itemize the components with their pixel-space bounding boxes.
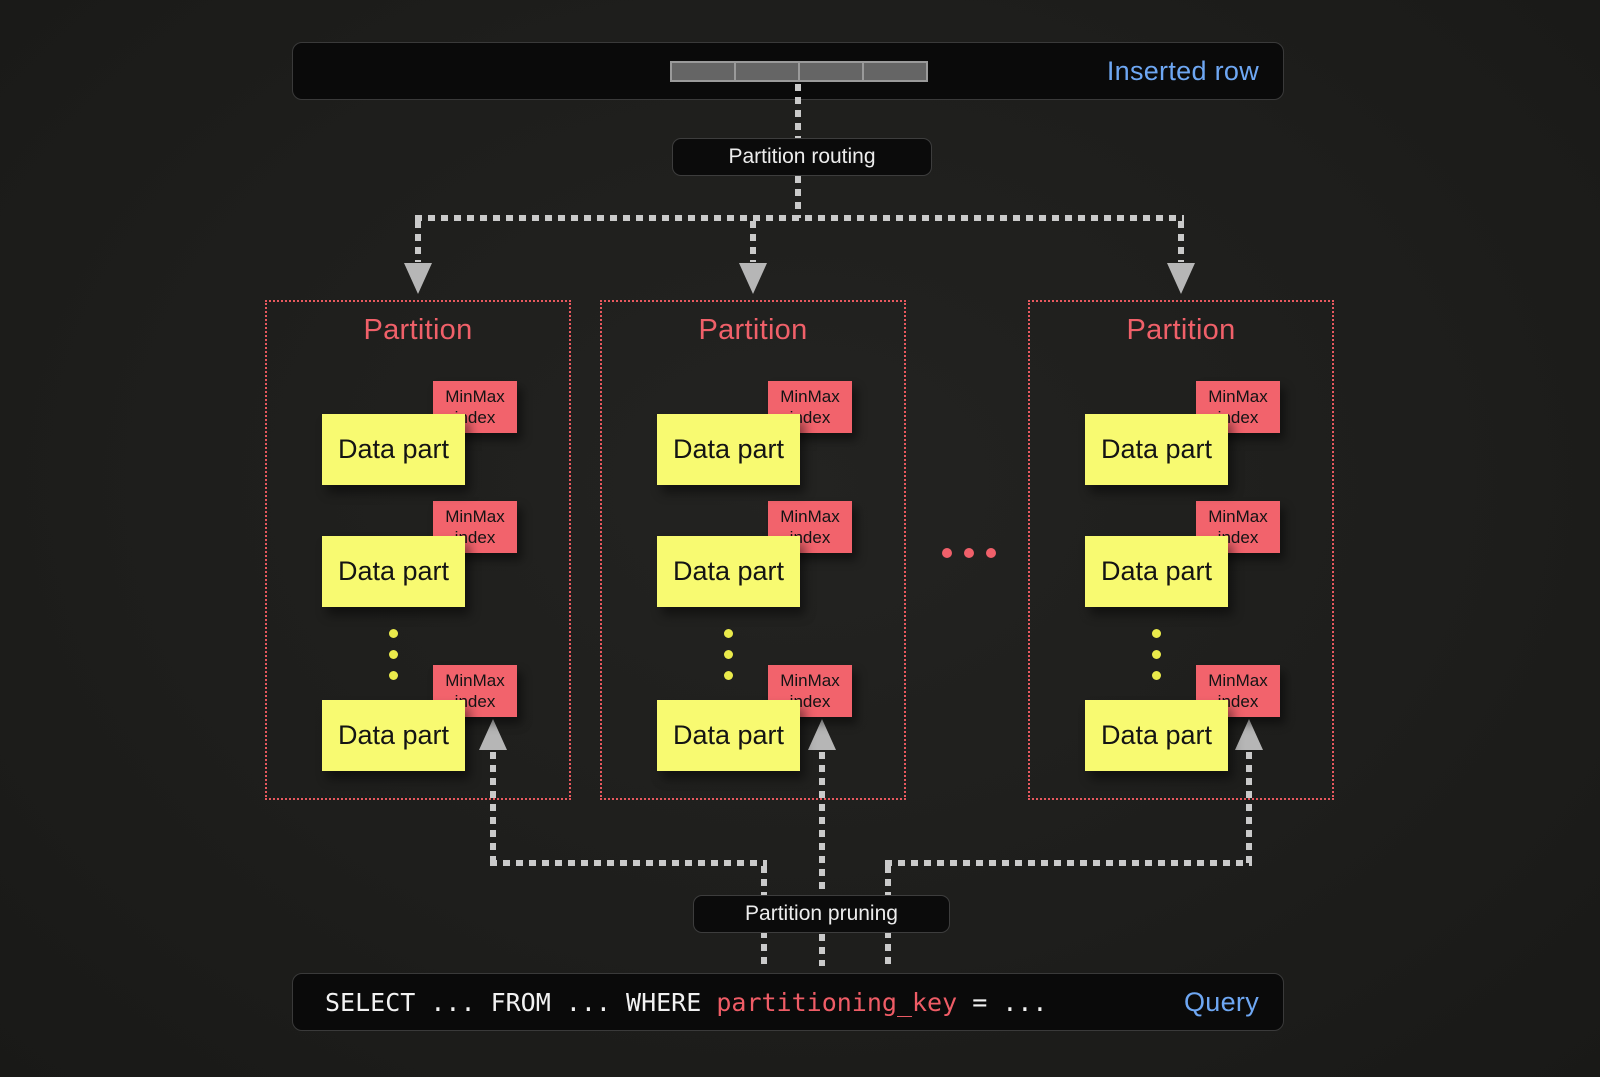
- data-part-box: Data part: [657, 700, 800, 771]
- minmax-index-label: MinMax index: [780, 507, 840, 547]
- partition-box: Partition MinMax index Data part MinMax …: [265, 300, 571, 800]
- minmax-index-tag: MinMax index: [768, 501, 852, 553]
- partition-box: Partition MinMax index Data part MinMax …: [600, 300, 906, 800]
- row-segment: [862, 61, 928, 82]
- data-part-box: Data part: [322, 536, 465, 607]
- arrow-up-icon: [808, 719, 836, 750]
- query-code: SELECT ... FROM ... WHERE partitioning_k…: [325, 974, 1047, 1030]
- data-part-box: Data part: [1085, 700, 1228, 771]
- ellipsis-dot: [1152, 671, 1161, 680]
- data-part-group: MinMax index Data part: [267, 302, 569, 798]
- routing-drop-line: [750, 221, 756, 262]
- pruning-flow-line: [490, 752, 496, 863]
- routing-flow-line: [795, 176, 801, 218]
- ellipsis-dot: [724, 629, 733, 638]
- row-segment: [670, 61, 736, 82]
- routing-flow-line: [795, 84, 801, 138]
- ellipsis-dot: [1152, 650, 1161, 659]
- minmax-index-label: MinMax index: [1208, 671, 1268, 711]
- query-bar: SELECT ... FROM ... WHERE partitioning_k…: [292, 973, 1284, 1031]
- pruning-branch-line: [885, 860, 1252, 866]
- ellipsis-dot: [389, 650, 398, 659]
- query-code-prefix: SELECT ... FROM ... WHERE: [325, 987, 717, 1017]
- partitioning-key-token: partitioning_key: [716, 987, 958, 1017]
- data-part-group: MinMax index Data part: [602, 302, 904, 798]
- pruning-flow-line: [819, 752, 825, 966]
- data-part-group: MinMax index Data part: [267, 302, 569, 798]
- inserted-row-bar: Inserted row: [292, 42, 1284, 100]
- row-segment: [798, 61, 864, 82]
- ellipsis-dot: [389, 671, 398, 680]
- ellipsis-dot: [724, 650, 733, 659]
- data-part-box: Data part: [322, 700, 465, 771]
- pruning-flow-line: [1246, 752, 1252, 863]
- vertical-ellipsis: [1152, 629, 1161, 680]
- vertical-ellipsis: [724, 629, 733, 680]
- pruning-branch-line: [490, 860, 767, 866]
- query-code-suffix: = ...: [957, 987, 1048, 1017]
- data-part-group: MinMax index Data part: [602, 302, 904, 798]
- data-part-group: MinMax index Data part: [1030, 302, 1332, 798]
- arrow-down-icon: [404, 263, 432, 294]
- data-part-box: Data part: [1085, 414, 1228, 485]
- routing-drop-line: [415, 221, 421, 262]
- ellipsis-dot: [964, 548, 974, 558]
- data-part-box: Data part: [322, 414, 465, 485]
- partition-pruning-pill: Partition pruning: [693, 895, 950, 933]
- row-segment: [734, 61, 800, 82]
- ellipsis-dot: [389, 629, 398, 638]
- ellipsis-dot: [986, 548, 996, 558]
- inserted-row-label: Inserted row: [1106, 55, 1259, 86]
- routing-drop-line: [1178, 221, 1184, 262]
- data-part-box: Data part: [657, 536, 800, 607]
- partition-box: Partition MinMax index Data part MinMax …: [1028, 300, 1334, 800]
- arrow-up-icon: [479, 719, 507, 750]
- routing-branch-line: [415, 215, 1184, 221]
- partitions-ellipsis: [942, 548, 996, 558]
- arrow-down-icon: [739, 263, 767, 294]
- vertical-ellipsis: [389, 629, 398, 680]
- data-part-box: Data part: [1085, 536, 1228, 607]
- minmax-index-tag: MinMax index: [1196, 665, 1280, 717]
- data-part-group: MinMax index Data part: [1030, 302, 1332, 798]
- data-part-group: MinMax index Data part: [1030, 302, 1332, 798]
- ellipsis-dot: [724, 671, 733, 680]
- partition-title: Partition: [698, 314, 808, 346]
- arrow-up-icon: [1235, 719, 1263, 750]
- partition-title: Partition: [363, 314, 473, 346]
- partition-routing-pill: Partition routing: [672, 138, 932, 176]
- data-part-group: MinMax index Data part: [602, 302, 904, 798]
- query-label: Query: [1183, 986, 1259, 1017]
- data-part-group: MinMax index Data part: [267, 302, 569, 798]
- minmax-index-tag: MinMax index: [768, 665, 852, 717]
- inserted-row-segments: [670, 61, 928, 82]
- arrow-down-icon: [1167, 263, 1195, 294]
- partition-title: Partition: [1126, 314, 1236, 346]
- ellipsis-dot: [942, 548, 952, 558]
- ellipsis-dot: [1152, 629, 1161, 638]
- data-part-box: Data part: [657, 414, 800, 485]
